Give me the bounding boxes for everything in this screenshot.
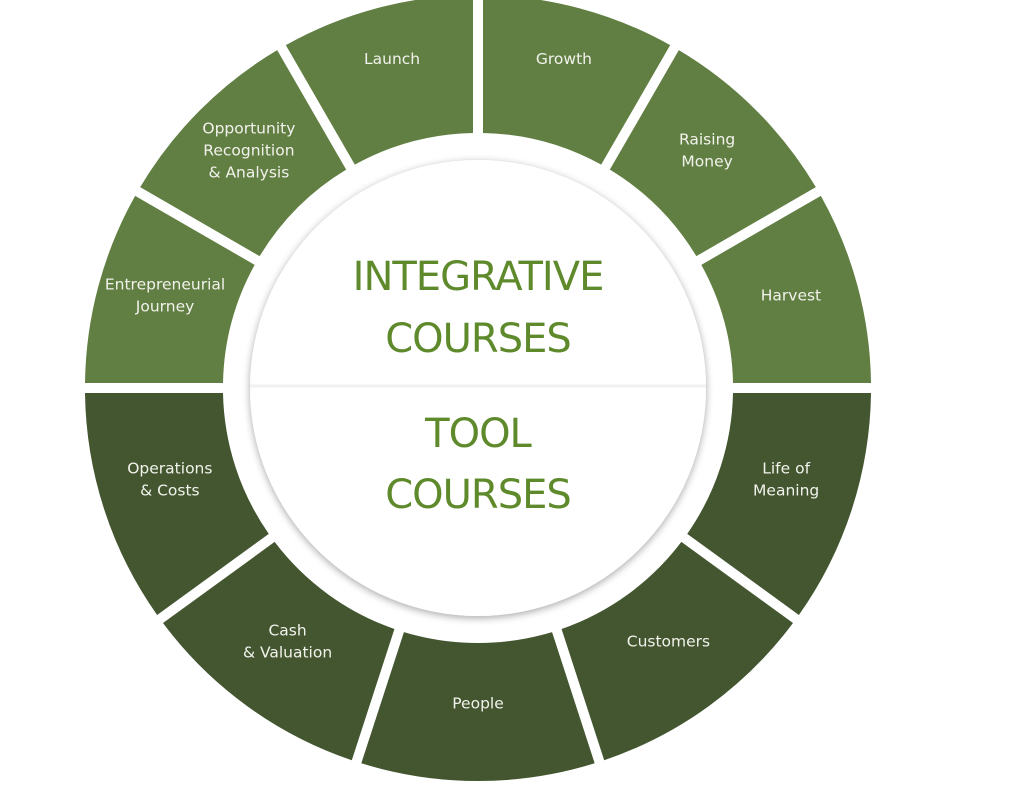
segment-harvest: [701, 195, 871, 383]
tool-title-line1: TOOL: [424, 411, 532, 457]
segment-label: Life of: [762, 460, 810, 478]
segment-label: Growth: [536, 50, 592, 68]
segment-opportunity: [140, 50, 347, 257]
center-circle: [250, 160, 706, 616]
integrative-title-line1: INTEGRATIVE: [353, 254, 604, 300]
segment-label: Harvest: [761, 287, 821, 305]
segment-label: Journey: [135, 298, 195, 316]
segment-label: Raising: [679, 130, 735, 148]
segment-people: [361, 632, 595, 782]
segment-label: Meaning: [753, 482, 819, 500]
segment-label: Cash: [268, 622, 306, 640]
segment-label: People: [452, 695, 504, 713]
segment-customers: [561, 541, 794, 761]
integrative-title-line2: COURSES: [385, 316, 571, 362]
segment-label: Recognition: [203, 141, 294, 159]
tool-title-line2: COURSES: [385, 472, 571, 518]
segment-label: & Analysis: [208, 163, 289, 181]
segment-growth: [483, 0, 671, 165]
segment-label: & Costs: [140, 482, 200, 500]
segment-launch: [285, 0, 473, 165]
segment-raising: [609, 50, 816, 257]
segment-label: Customers: [627, 633, 710, 651]
segment-label: Launch: [364, 50, 420, 68]
segment-label: Entrepreneurial: [105, 276, 225, 294]
segment-life-of: [687, 393, 871, 615]
segment-entrepreneurial: [85, 195, 255, 383]
segment-label: & Valuation: [243, 644, 332, 662]
segment-label: Operations: [127, 460, 212, 478]
segment-operations: [85, 393, 269, 615]
segment-label: Opportunity: [202, 119, 295, 137]
segment-cash: [162, 541, 395, 761]
segment-label: Money: [681, 152, 732, 170]
